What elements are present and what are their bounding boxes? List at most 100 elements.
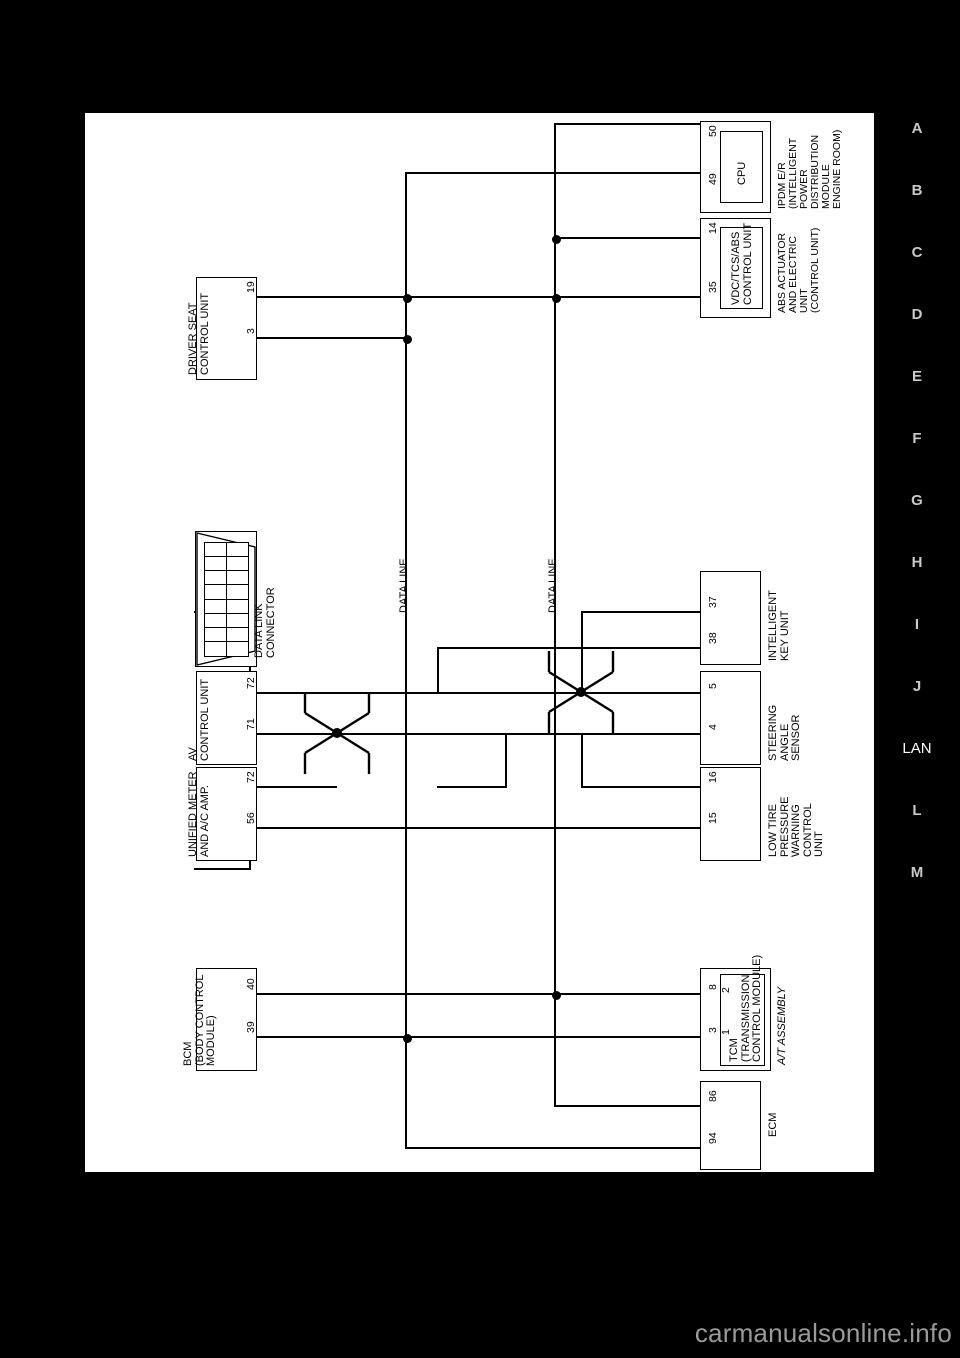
dlc-pin: [203, 598, 227, 614]
index-item-l[interactable]: L: [912, 802, 922, 819]
pin-driver-seat-3: 3: [245, 328, 257, 334]
index-item-i[interactable]: I: [914, 616, 920, 633]
data-line-label-1: DATA LINE: [398, 558, 410, 613]
module-ipdm-er-cpu-label: CPU: [736, 161, 748, 185]
wire-ikey-38-drop: [437, 647, 439, 693]
module-abs-actuator-inner: [720, 227, 763, 309]
pin-av-71: 71: [245, 718, 257, 730]
index-item-g[interactable]: G: [911, 492, 923, 509]
module-ipdm-er-cpu: [720, 131, 763, 203]
dlc-pin: [203, 570, 227, 586]
module-low-tire-pressure-warning[interactable]: [700, 767, 761, 861]
wire-unifiedmeter-72: [257, 786, 337, 788]
pin-tcm-1: 1: [720, 1029, 732, 1035]
index-item-h[interactable]: H: [911, 554, 923, 571]
pin-driver-seat-19: 19: [245, 281, 257, 293]
pin-tcm-2: 2: [720, 987, 732, 993]
wiring-diagram-sheet: DATA LINE DATA LINE DRIVER SEAT CONTROL …: [85, 113, 874, 1172]
pin-ltp-16: 16: [707, 771, 719, 783]
module-steering-angle-sensor[interactable]: [700, 671, 761, 765]
pin-bcm-40: 40: [245, 978, 257, 990]
bus-line-2: [554, 123, 556, 1107]
pin-abs-35: 35: [707, 281, 719, 293]
pin-at-3: 3: [707, 1027, 719, 1033]
pin-ipdm-50: 50: [707, 125, 719, 137]
wire-ecm-86: [554, 1105, 700, 1107]
pin-bcm-39: 39: [245, 1021, 257, 1033]
pin-ecm-94: 94: [707, 1132, 719, 1144]
index-item-e[interactable]: E: [911, 368, 922, 385]
index-item-b[interactable]: B: [911, 182, 923, 199]
wire-driverseat19-to-abs-35: [257, 296, 700, 298]
wire-bcm-39: [257, 1036, 700, 1038]
junction-dot-bus1-driverseat19: [402, 293, 412, 303]
wire-bus2-to-ipdm-50: [554, 123, 700, 125]
pin-av-72: 72: [245, 677, 257, 689]
wire-bus1-to-ipdm-49: [405, 172, 700, 174]
junction-dot-bus2-bcm40: [551, 990, 561, 1000]
module-steering-angle-sensor-label: STEERING ANGLE SENSOR: [767, 704, 802, 761]
wire-bcm-40: [257, 993, 700, 995]
module-driver-seat-control-unit-label: DRIVER SEAT CONTROL UNIT: [187, 292, 211, 375]
pin-sas-4: 4: [707, 724, 719, 730]
pin-at-8: 8: [707, 984, 719, 990]
wire-sas-5: [555, 692, 700, 694]
index-item-lan[interactable]: LAN: [902, 740, 932, 757]
bus-line-1: [405, 172, 407, 1149]
module-intelligent-key-unit[interactable]: [700, 571, 761, 665]
module-at-assembly-label: A/T ASSEMBLY: [776, 986, 788, 1065]
wire-driverseat-3: [257, 337, 406, 339]
module-tcm-label: TCM (TRANSMISSION CONTROL MODULE): [728, 954, 763, 1062]
site-watermark: carmanualsonline.info: [694, 1318, 952, 1348]
section-index-rail: A B C D E F G H I J LAN L M: [874, 113, 960, 913]
index-item-f[interactable]: F: [912, 430, 922, 447]
module-bcm-label: BCM (BODY CONTROL MODULE): [182, 974, 217, 1066]
module-ecm[interactable]: [700, 1081, 761, 1170]
dlc-pin: [203, 541, 227, 557]
dlc-pin: [225, 541, 249, 557]
dlc-pin: [225, 627, 249, 643]
dlc-pin: [225, 584, 249, 600]
index-item-m[interactable]: M: [910, 864, 924, 881]
pin-unified-meter-56: 56: [245, 812, 257, 824]
module-intelligent-key-unit-label: INTELLIGENT KEY UNIT: [767, 590, 791, 661]
module-unified-meter-ac-amp[interactable]: [196, 767, 257, 861]
wire-bus2-to-abs-14: [554, 237, 700, 239]
index-item-c[interactable]: C: [911, 244, 923, 261]
module-data-link-connector-label: DATA LINK CONNECTOR: [253, 587, 277, 658]
wire-dlc-lower: [194, 868, 251, 870]
data-link-connector-pins[interactable]: [203, 541, 249, 657]
pin-sas-5: 5: [707, 683, 719, 689]
pin-ipdm-49: 49: [707, 173, 719, 185]
dlc-pin: [203, 641, 227, 657]
module-unified-meter-ac-amp-label: UNIFIED METER AND A/C AMP.: [187, 771, 211, 857]
dlc-pin: [225, 570, 249, 586]
junction-dot-bus2-abs35: [551, 293, 561, 303]
wire-ikey-37-drop: [581, 611, 583, 693]
pin-ikey-38: 38: [707, 632, 719, 644]
wire-ltp-16-rise: [581, 733, 583, 788]
junction-dot-bus1-driverseat3: [402, 334, 412, 344]
wire-sas-4: [337, 733, 700, 735]
data-line-label-2: DATA LINE: [547, 558, 559, 613]
index-item-j[interactable]: J: [912, 678, 922, 695]
module-bcm[interactable]: [196, 968, 257, 1071]
wire-av-71: [257, 733, 337, 735]
module-av-control-unit[interactable]: [196, 671, 257, 765]
pin-ltp-15: 15: [707, 812, 719, 824]
index-item-d[interactable]: D: [911, 306, 923, 323]
module-tcm: [720, 974, 765, 1066]
index-item-a[interactable]: A: [911, 120, 923, 137]
module-driver-seat-control-unit[interactable]: [196, 277, 257, 380]
wire-ikey-37: [582, 611, 700, 613]
pin-ecm-86: 86: [707, 1090, 719, 1102]
dlc-pin: [225, 612, 249, 628]
dlc-pin: [203, 555, 227, 571]
module-abs-actuator-label: ABS ACTUATOR AND ELECTRIC UNIT (CONTROL …: [776, 227, 821, 313]
wire-ecm86-drop: [554, 1036, 556, 1107]
junction-dot-bus2-abs14: [551, 234, 561, 244]
junction-dot-bus1-bcm39: [402, 1033, 412, 1043]
dlc-pin: [225, 555, 249, 571]
wire-ecm-94: [405, 1147, 700, 1149]
pin-ikey-37: 37: [707, 596, 719, 608]
